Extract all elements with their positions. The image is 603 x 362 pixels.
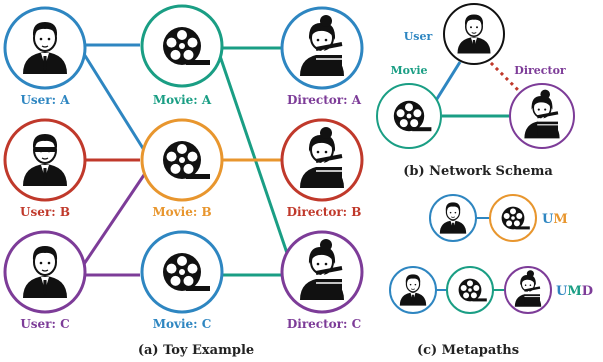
schema-node-movie — [376, 83, 442, 149]
schema-edges — [428, 56, 526, 118]
metapath-um-movie-node — [489, 194, 537, 242]
label-director-a: Director: A — [287, 93, 362, 107]
metapath-umd-director-node — [504, 266, 552, 314]
metapath-umd-d: D — [582, 284, 593, 299]
caption-toy-example: (a) Toy Example — [138, 343, 254, 358]
schema-node-director — [509, 83, 575, 149]
label-user-b: User: B — [20, 205, 70, 219]
node-movie-b — [140, 118, 224, 202]
schema-edge-user-director-dotted — [484, 56, 526, 98]
node-user-c — [3, 230, 87, 314]
metapath-umd-u: U — [556, 284, 568, 299]
schema-label-director: Director — [514, 64, 566, 77]
label-director-c: Director: C — [287, 317, 361, 331]
edge-movie-a-director-c — [218, 55, 290, 257]
schema-label-user: User — [404, 30, 433, 43]
label-movie-c: Movie: C — [153, 317, 212, 331]
toy-edges — [82, 43, 290, 277]
metapath-umd-m: M — [567, 284, 581, 299]
metapath-um-m: M — [553, 212, 567, 227]
metapath-umd-movie-node — [446, 266, 494, 314]
node-movie-a — [140, 4, 224, 88]
schema-label-movie: Movie — [390, 64, 427, 77]
label-user-c: User: C — [20, 317, 69, 331]
metapath-um-user-node — [429, 194, 477, 242]
label-director-b: Director: B — [287, 205, 362, 219]
metapath-umd-label: UMD — [556, 284, 593, 299]
edge-user-a-movie-b — [82, 53, 146, 151]
node-user-a — [3, 6, 87, 90]
metapath-umd-user-node — [389, 266, 437, 314]
label-movie-a: Movie: A — [153, 93, 212, 107]
node-director-a — [280, 6, 364, 90]
metapath-um-u: U — [542, 212, 554, 227]
node-user-b — [3, 118, 87, 202]
label-movie-b: Movie: B — [152, 205, 211, 219]
node-movie-c — [140, 230, 224, 314]
edge-user-c-movie-b — [82, 171, 148, 265]
caption-metapaths: (c) Metapaths — [417, 343, 519, 358]
caption-network-schema: (b) Network Schema — [403, 164, 553, 179]
metapath-um-label: UM — [542, 212, 568, 227]
schema-node-user — [443, 3, 505, 65]
sunglasses-icon — [35, 147, 55, 152]
node-director-c — [280, 230, 364, 314]
node-director-b — [280, 118, 364, 202]
label-user-a: User: A — [20, 93, 70, 107]
